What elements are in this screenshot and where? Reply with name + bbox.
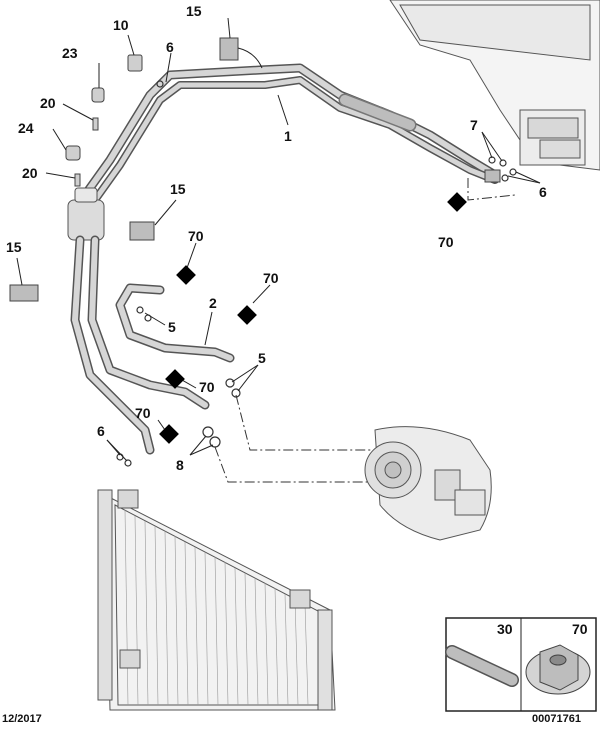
compressor: [364, 426, 492, 541]
callout-70: 70: [199, 379, 215, 395]
callouts: 10 15 6 23 20 24 20 1 7 6 70 15 15 70 70…: [6, 3, 547, 473]
callout-70: 70: [188, 228, 204, 244]
hvac-unit: [389, 0, 600, 171]
callout-70: 70: [135, 405, 151, 421]
marker-70: [159, 424, 179, 444]
callout-20: 20: [22, 165, 38, 181]
callout-6: 6: [166, 39, 174, 55]
o-rings: [116, 80, 517, 467]
callout-6: 6: [97, 423, 105, 439]
callout-1: 1: [284, 128, 292, 144]
marker-70: [165, 369, 185, 389]
pipe-1: [80, 63, 500, 204]
marker-70: [447, 192, 467, 212]
callout-70: 70: [438, 234, 454, 250]
callout-2: 2: [209, 295, 217, 311]
callout-6: 6: [539, 184, 547, 200]
marker-70: [237, 305, 257, 325]
callout-8: 8: [176, 457, 184, 473]
callout-15: 15: [186, 3, 202, 19]
marker-70: [176, 265, 196, 285]
legend-label-30: 30: [497, 621, 513, 637]
small-parts: [9, 37, 501, 302]
condenser: [97, 489, 336, 711]
callout-7: 7: [470, 117, 478, 133]
legend-label-70: 70: [572, 621, 588, 637]
callout-5: 5: [258, 350, 266, 366]
callout-70: 70: [263, 270, 279, 286]
legend-nut-70: [525, 644, 591, 695]
footer-date: 12/2017: [2, 713, 42, 725]
legend-box: 30 70: [445, 617, 597, 712]
legend-tube-30: [445, 645, 519, 687]
receiver-dryer: [67, 187, 105, 241]
callout-10: 10: [113, 17, 129, 33]
callout-20: 20: [40, 95, 56, 111]
callout-15: 15: [170, 181, 186, 197]
pipe-2: [115, 283, 235, 363]
footer-ref: 00071761: [532, 713, 581, 725]
callout-23: 23: [62, 45, 78, 61]
marker-70-group: [159, 192, 467, 444]
leader-lines: [16, 17, 541, 462]
callout-5: 5: [168, 319, 176, 335]
callout-15: 15: [6, 239, 22, 255]
dashdot-lines: [214, 178, 516, 483]
pipe-down: [70, 235, 210, 455]
callout-24: 24: [18, 120, 34, 136]
